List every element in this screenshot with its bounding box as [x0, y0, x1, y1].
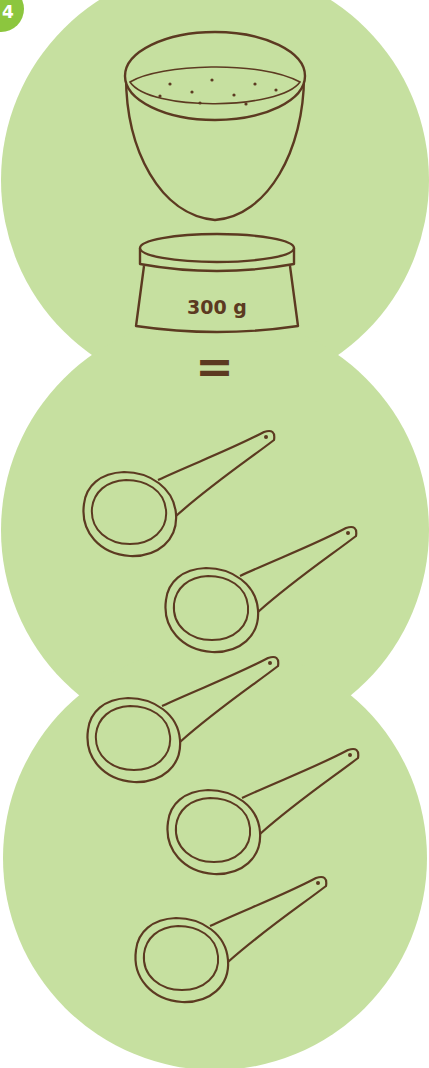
flour-dots [158, 78, 277, 105]
bowl [125, 32, 305, 220]
scale-base: 300 g [132, 226, 302, 334]
step-badge: 4 [0, 0, 24, 32]
measuring-cups [83, 431, 358, 1002]
equals-sign: = [0, 344, 429, 390]
weight-label: 300 g [132, 296, 302, 318]
step-number: 4 [2, 2, 14, 22]
